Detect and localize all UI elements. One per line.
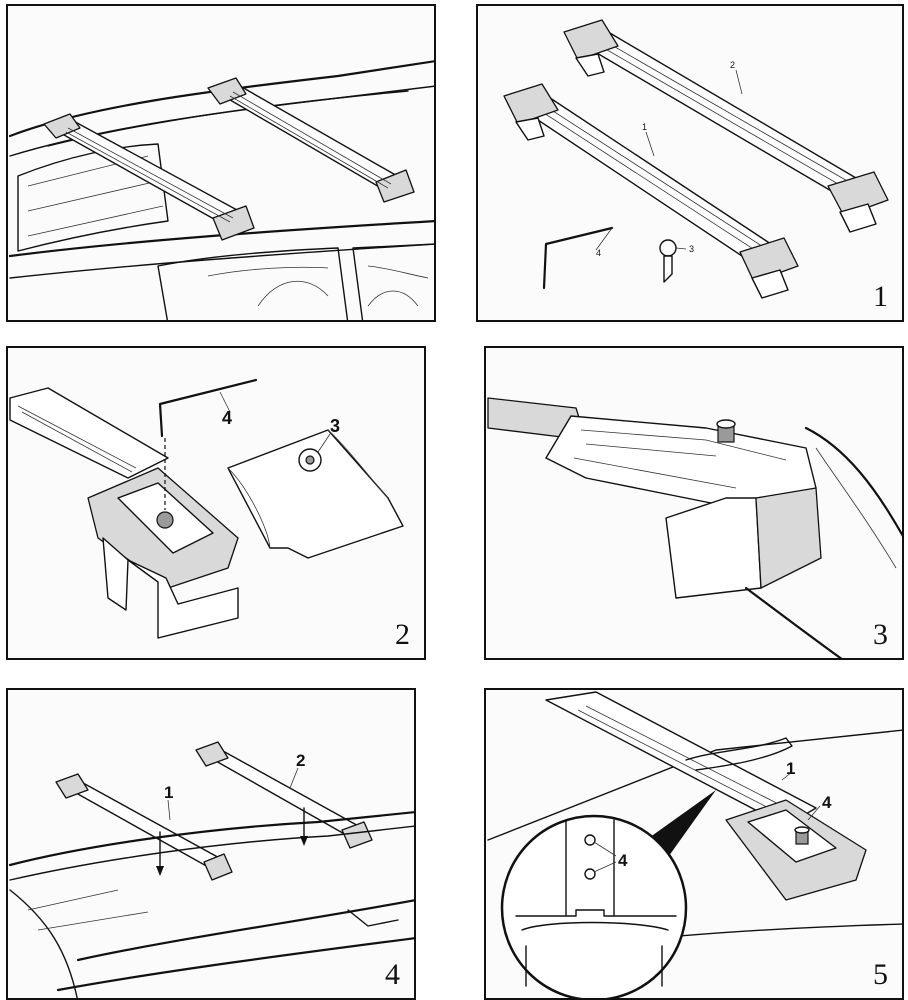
callout-4: 4 [596, 248, 601, 258]
callout-3: 3 [330, 416, 340, 436]
callout-4: 4 [222, 408, 232, 428]
callout-2: 2 [296, 751, 305, 770]
panel-step-4: 1 2 4 [6, 688, 416, 1000]
callout-2: 2 [730, 60, 735, 70]
foot-bolt-illustration: 4 3 [9, 378, 404, 639]
callout-4-magnified: 4 [618, 851, 628, 870]
foot-on-rail-illustration [487, 397, 902, 658]
callout-1: 1 [164, 783, 173, 802]
panel-step-2: 4 3 2 [6, 346, 426, 660]
panel-overview [6, 4, 436, 322]
callout-4: 4 [822, 793, 832, 812]
panel-step-1: 2 1 3 4 1 [476, 4, 904, 322]
callout-3: 3 [689, 244, 694, 254]
step-number: 2 [395, 618, 410, 651]
bars-placement-illustration: 1 2 [8, 741, 414, 998]
step-number: 3 [873, 618, 888, 651]
step-number: 1 [873, 280, 888, 313]
parts-illustration: 2 1 3 4 [503, 19, 889, 299]
panel-step-3: 3 [484, 346, 904, 660]
step-number: 5 [873, 958, 888, 991]
callout-1: 1 [642, 122, 647, 132]
callout-1: 1 [786, 759, 795, 778]
end-cap-detail-illustration: 4 1 4 [487, 691, 902, 998]
panel-step-5: 4 1 4 5 [484, 688, 904, 1000]
step-number: 4 [385, 958, 400, 991]
car-roof-rack-illustration [8, 60, 434, 320]
